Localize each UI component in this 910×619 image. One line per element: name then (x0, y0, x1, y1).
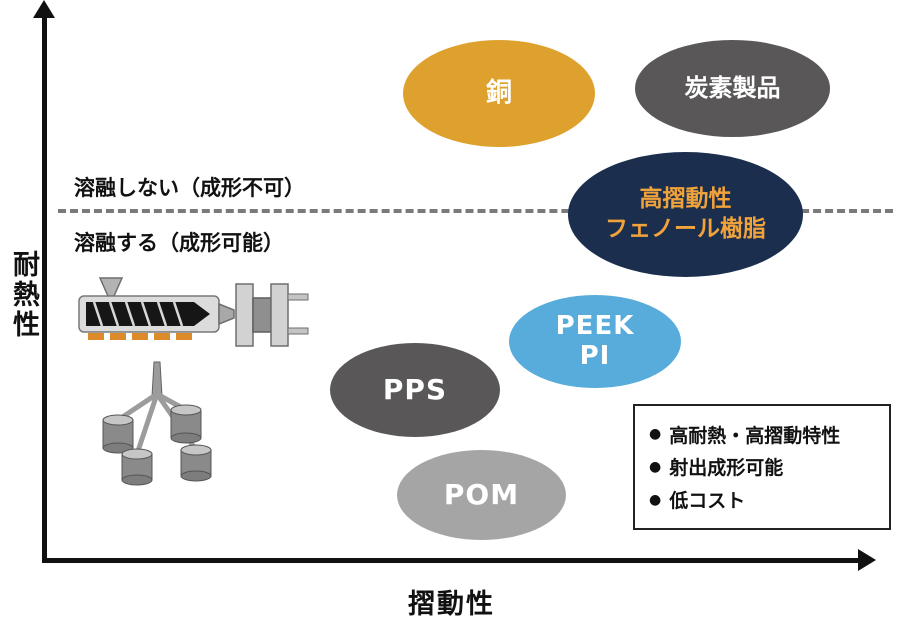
bubble-carbon-products: 炭素製品 (635, 40, 830, 137)
no-melt-label: 溶融しない（成形不可） (74, 176, 305, 200)
injection-molding-illustration (76, 276, 311, 492)
bubble-copper: 銅 (403, 40, 595, 147)
legend-item-label: 高耐熱・高摺動特性 (669, 424, 841, 447)
molded-parts-icon (102, 361, 212, 486)
melt-label: 溶融する（成形可能） (74, 231, 284, 255)
bullet-icon: ● (649, 491, 662, 508)
bubble-peek-label-line1: PEEK (555, 310, 635, 341)
legend-item-label: 低コスト (669, 490, 746, 513)
y-axis-arrow-icon (33, 0, 55, 18)
bullet-icon: ● (649, 426, 662, 443)
bubble-phenolic-label-line2: フェノール樹脂 (605, 215, 766, 242)
legend-item: ● 低コスト (649, 486, 875, 513)
molding-machine-icon (78, 277, 309, 347)
bubble-phenolic-label-line1: 高摺動性 (639, 185, 732, 212)
bubble-pom: POM (397, 450, 566, 540)
legend-item: ● 射出成形可能 (649, 453, 875, 480)
legend-item: ● 高耐熱・高摺動特性 (649, 421, 875, 448)
y-axis-label: 耐熱性 (8, 250, 39, 340)
legend-box: ● 高耐熱・高摺動特性 ● 射出成形可能 ● 低コスト (633, 404, 891, 530)
bubble-pps-label: PPS (382, 372, 448, 406)
x-axis-line (42, 558, 862, 563)
x-axis-arrow-icon (858, 549, 876, 571)
injection-molding-illustration-svg (78, 277, 309, 486)
bubble-pom-label: POM (443, 477, 520, 511)
bubble-high-slide-phenolic-resin: 高摺動性 フェノール樹脂 (568, 152, 803, 277)
legend-item-label: 射出成形可能 (669, 457, 784, 480)
y-axis-line (42, 14, 47, 563)
melting-threshold-line (58, 209, 893, 213)
bubble-peek-label-line2: PI (579, 340, 611, 371)
bubble-pps: PPS (330, 343, 500, 437)
bubble-copper-label: 銅 (485, 77, 512, 108)
bubble-peek-pi: PEEK PI (509, 295, 681, 388)
x-axis-label: 摺動性 (408, 589, 495, 619)
bullet-icon: ● (649, 458, 662, 475)
bubble-carbon-products-label: 炭素製品 (684, 73, 781, 102)
